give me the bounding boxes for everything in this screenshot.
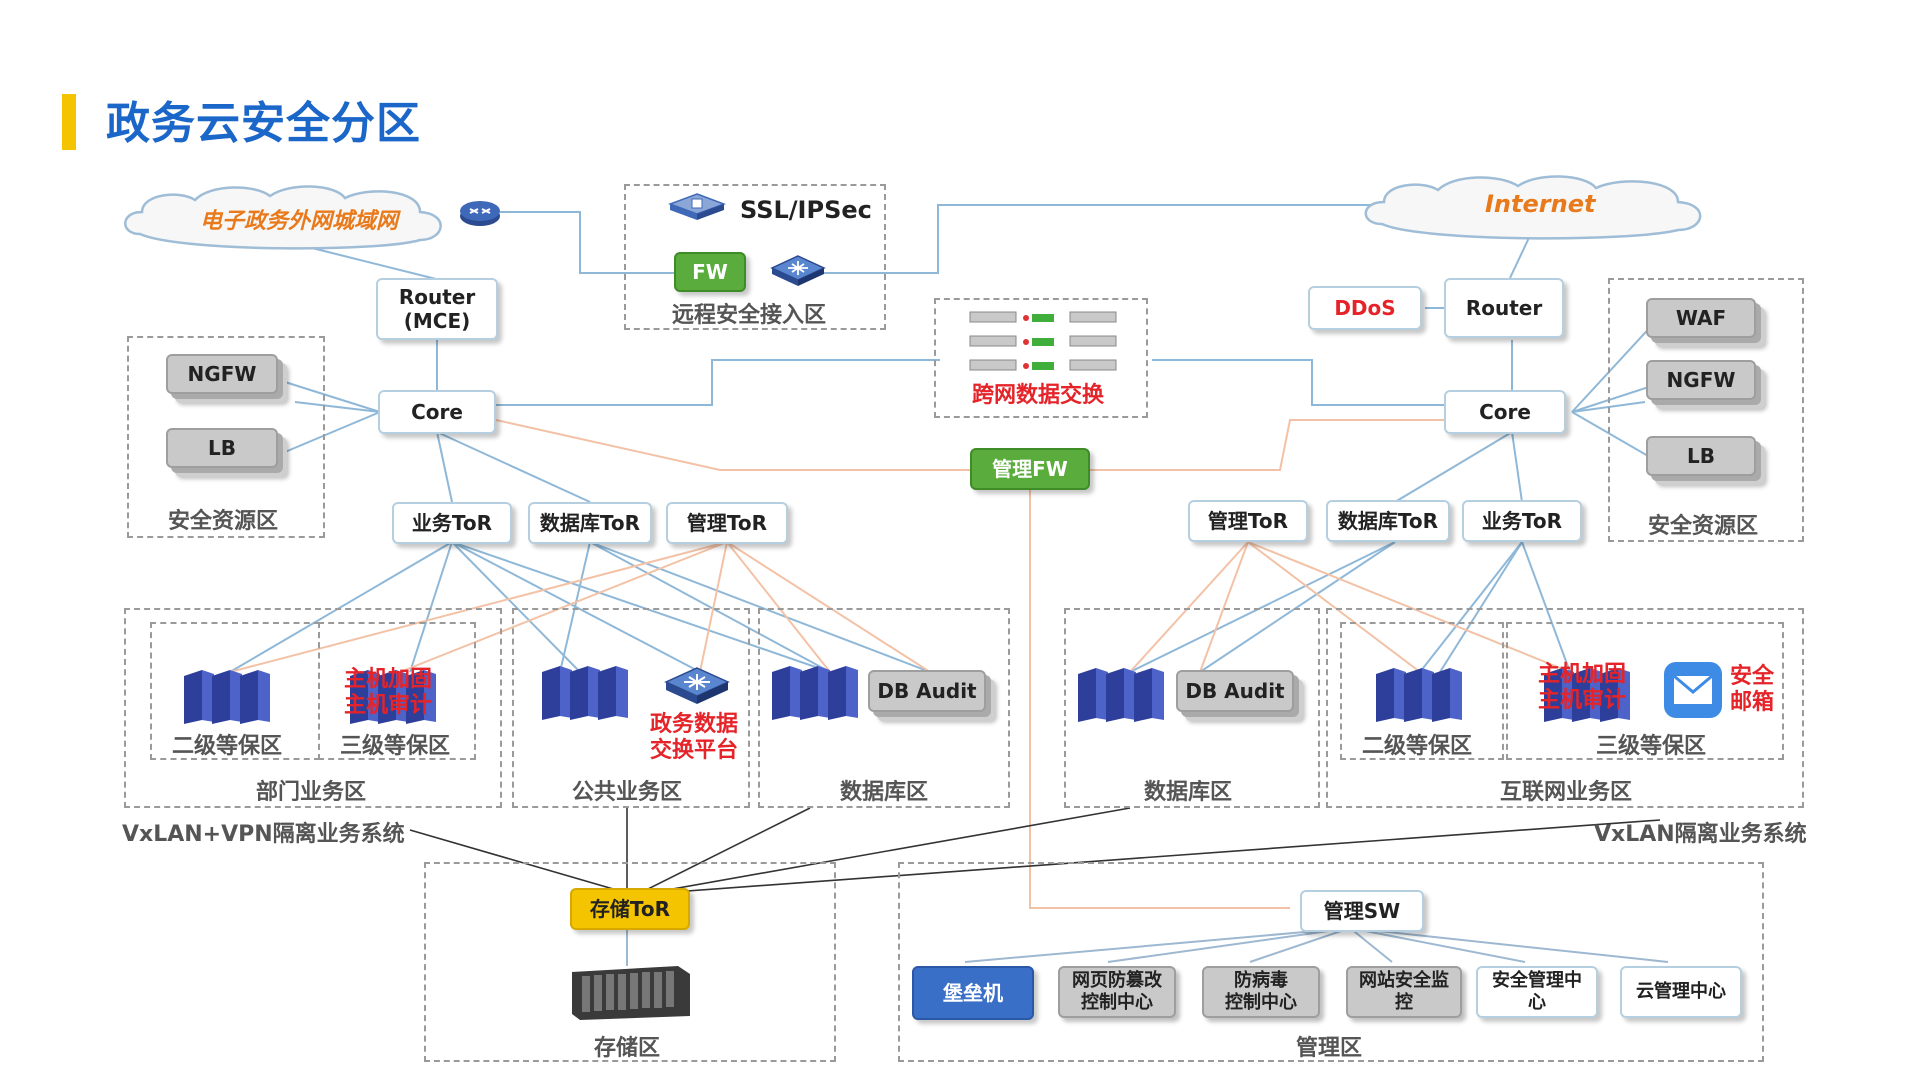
dept-business-zone	[124, 608, 502, 808]
ssl-ipsec-label: SSL/IPSec	[740, 196, 872, 224]
left-database-zone	[758, 608, 1010, 808]
left-level3-zone	[318, 622, 476, 760]
left-db-zone-label: 数据库区	[840, 780, 929, 805]
right-ddos[interactable]: DDoS	[1308, 286, 1422, 330]
vpn-gateway-icon	[668, 193, 726, 220]
page-title: 政务云安全分区	[106, 98, 421, 149]
management-fw[interactable]: 管理FW	[970, 448, 1090, 490]
cloud-management-center-label: 云管理中心	[1636, 981, 1726, 1002]
right-waf[interactable]: WAF	[1646, 298, 1756, 338]
web-tamper-center[interactable]: 网页防篡改 控制中心	[1058, 966, 1176, 1018]
right-host-server-icon	[1544, 668, 1630, 722]
egov-cloud	[124, 185, 442, 250]
dept-zone-label: 部门业务区	[256, 780, 367, 805]
left-security-zone	[127, 336, 325, 538]
management-sw[interactable]: 管理SW	[1300, 890, 1424, 932]
switch-icon	[770, 255, 826, 286]
right-host-harden: 主机加固	[1538, 662, 1627, 687]
right-router[interactable]: Router	[1444, 278, 1564, 338]
right-security-zone-label: 安全资源区	[1648, 514, 1759, 539]
host-server-icon	[350, 670, 436, 724]
bastion-host[interactable]: 堡垒机	[912, 966, 1034, 1020]
storage-array-image	[572, 966, 690, 1020]
right-level3-zone	[1506, 622, 1784, 760]
public-zone-label: 公共业务区	[572, 780, 683, 805]
exchange-platform-switch-icon	[664, 667, 730, 704]
left-system-label: VxLAN+VPN隔离业务系统	[122, 822, 405, 847]
title-accent-bar	[62, 94, 76, 150]
left-host-audit: 主机审计	[344, 693, 433, 718]
internet-cloud	[1364, 175, 1702, 240]
public-server-icon	[542, 666, 628, 720]
security-management-center-label: 安全管理中 心	[1492, 970, 1582, 1013]
right-level2-label: 二级等保区	[1362, 734, 1473, 759]
secure-mail-label: 安全 邮箱	[1730, 664, 1775, 715]
right-tor-management[interactable]: 管理ToR	[1188, 500, 1308, 542]
right-tor-database[interactable]: 数据库ToR	[1326, 500, 1450, 542]
website-monitor-label: 网站安全监 控	[1359, 970, 1449, 1013]
storage-zone-label: 存储区	[594, 1036, 661, 1061]
left-router-label: Router (MCE)	[398, 285, 476, 333]
storage-zone	[424, 862, 836, 1062]
right-security-zone	[1608, 278, 1804, 542]
storage-tor[interactable]: 存储ToR	[570, 888, 690, 930]
remote-access-zone	[624, 184, 886, 330]
right-database-zone	[1064, 608, 1320, 808]
right-lb[interactable]: LB	[1646, 436, 1756, 476]
right-level2-server-icon	[1376, 668, 1462, 722]
right-db-server-icon	[1078, 668, 1164, 722]
security-management-center[interactable]: 安全管理中 心	[1476, 966, 1598, 1018]
router-icon	[460, 201, 500, 226]
left-tor-management[interactable]: 管理ToR	[666, 502, 788, 544]
left-level3-label: 三级等保区	[340, 734, 451, 759]
gov-exchange-platform-label: 政务数据 交换平台	[650, 712, 739, 763]
mail-icon	[1664, 662, 1722, 718]
management-zone	[898, 862, 1764, 1062]
server-rack-icon	[184, 670, 270, 724]
internet-zone-label: 互联网业务区	[1500, 780, 1633, 805]
internet-business-zone	[1326, 608, 1804, 808]
right-core[interactable]: Core	[1444, 390, 1566, 434]
left-tor-database[interactable]: 数据库ToR	[528, 502, 652, 544]
internet-cloud-label: Internet	[1485, 190, 1596, 218]
remote-fw[interactable]: FW	[674, 252, 746, 292]
management-zone-label: 管理区	[1296, 1036, 1363, 1061]
left-db-audit[interactable]: DB Audit	[868, 670, 986, 712]
cloud-management-center[interactable]: 云管理中心	[1620, 966, 1742, 1018]
website-monitor[interactable]: 网站安全监 控	[1346, 966, 1462, 1018]
exchange-label: 跨网数据交换	[972, 383, 1105, 408]
right-ngfw[interactable]: NGFW	[1646, 360, 1756, 400]
right-host-audit: 主机审计	[1538, 688, 1627, 713]
exchange-zone	[934, 298, 1148, 418]
remote-zone-label: 远程安全接入区	[672, 303, 827, 328]
antivirus-center[interactable]: 防病毒 控制中心	[1202, 966, 1320, 1018]
egov-cloud-label: 电子政务外网城域网	[200, 209, 399, 234]
left-lb[interactable]: LB	[166, 428, 278, 468]
right-level3-label: 三级等保区	[1596, 734, 1707, 759]
right-tor-business[interactable]: 业务ToR	[1462, 500, 1582, 542]
left-security-zone-label: 安全资源区	[168, 509, 279, 534]
right-db-zone-label: 数据库区	[1144, 780, 1233, 805]
db-server-icon	[772, 666, 858, 720]
left-host-harden: 主机加固	[344, 667, 433, 692]
left-level2-label: 二级等保区	[172, 734, 283, 759]
public-business-zone	[512, 608, 750, 808]
right-level2-zone	[1340, 622, 1504, 760]
left-core[interactable]: Core	[378, 390, 496, 434]
right-system-label: VxLAN隔离业务系统	[1594, 822, 1807, 847]
antivirus-center-label: 防病毒 控制中心	[1225, 970, 1297, 1013]
exchange-servers-image	[969, 311, 1117, 371]
left-tor-business[interactable]: 业务ToR	[392, 502, 512, 544]
right-db-audit[interactable]: DB Audit	[1176, 670, 1294, 712]
left-ngfw[interactable]: NGFW	[166, 354, 278, 394]
left-router-mce[interactable]: Router (MCE)	[376, 278, 498, 340]
web-tamper-center-label: 网页防篡改 控制中心	[1072, 970, 1162, 1013]
